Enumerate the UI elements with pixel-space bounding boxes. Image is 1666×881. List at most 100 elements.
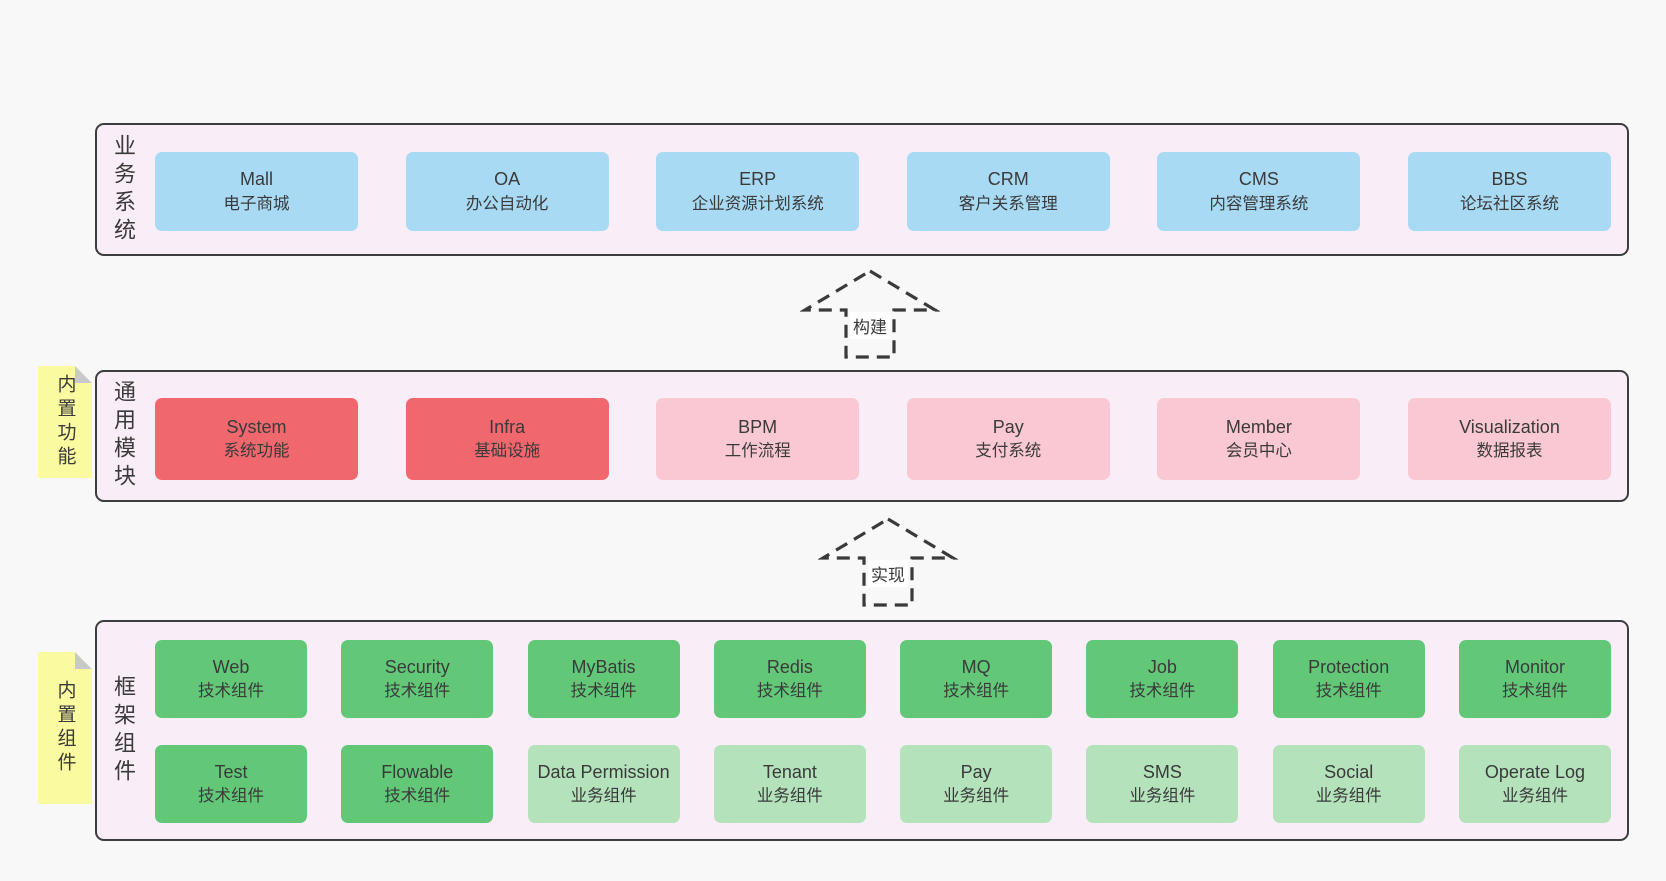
box-web: Web 技术组件 xyxy=(155,640,307,718)
box-social-title: Social xyxy=(1324,761,1374,782)
box-security-title: Security xyxy=(384,656,450,677)
sticky-built-in-components-text: 内置组件 xyxy=(54,680,76,776)
components-box-row-2: Test 技术组件 Flowable 技术组件 Data Permission … xyxy=(155,745,1611,823)
box-bpm: BPM 工作流程 xyxy=(656,398,860,480)
box-protection-subtitle: 技术组件 xyxy=(1315,682,1382,701)
box-pay-module-subtitle: 支付系统 xyxy=(975,442,1042,461)
box-system-title: System xyxy=(226,416,287,437)
box-web-title: Web xyxy=(212,656,250,677)
box-data-permission-title: Data Permission xyxy=(537,761,670,782)
sticky-built-in-components: 内置组件 xyxy=(38,652,92,804)
sticky-fold-corner xyxy=(75,652,92,669)
modules-box-row: System 系统功能 Infra 基础设施 BPM 工作流程 Pay 支付系统… xyxy=(155,398,1611,480)
sticky-built-in-features-text: 内置功能 xyxy=(54,374,76,470)
arrow-implement-label: 实现 xyxy=(868,560,908,587)
box-social-subtitle: 业务组件 xyxy=(1315,787,1382,806)
box-infra: Infra 基础设施 xyxy=(405,398,609,480)
box-infra-subtitle: 基础设施 xyxy=(474,442,541,461)
box-flowable: Flowable 技术组件 xyxy=(341,745,494,823)
box-tenant-subtitle: 业务组件 xyxy=(756,787,823,806)
box-operate-log-title: Operate Log xyxy=(1484,761,1585,782)
box-member-title: Member xyxy=(1225,416,1292,437)
box-bpm-title: BPM xyxy=(738,416,778,437)
box-test: Test 技术组件 xyxy=(155,745,307,823)
box-data-permission-subtitle: 业务组件 xyxy=(570,787,637,806)
box-visualization-title: Visualization xyxy=(1459,416,1560,437)
box-mybatis-title: MyBatis xyxy=(571,656,636,677)
box-mall: Mall 电子商城 xyxy=(155,152,358,231)
sticky-built-in-features: 内置功能 xyxy=(38,366,92,478)
box-member: Member 会员中心 xyxy=(1157,398,1361,480)
box-flowable-subtitle: 技术组件 xyxy=(384,787,451,806)
box-mq-subtitle: 技术组件 xyxy=(943,682,1010,701)
box-sms: SMS 业务组件 xyxy=(1086,745,1239,823)
box-cms: CMS 内容管理系统 xyxy=(1157,152,1361,231)
box-pay-component-subtitle: 业务组件 xyxy=(943,787,1010,806)
box-test-title: Test xyxy=(214,761,248,782)
box-web-subtitle: 技术组件 xyxy=(198,682,264,701)
box-security: Security 技术组件 xyxy=(341,640,494,718)
box-member-subtitle: 会员中心 xyxy=(1225,442,1292,461)
box-pay-module-title: Pay xyxy=(992,416,1024,437)
box-security-subtitle: 技术组件 xyxy=(384,682,451,701)
box-sms-subtitle: 业务组件 xyxy=(1129,787,1196,806)
box-social: Social 业务组件 xyxy=(1272,745,1425,823)
box-operate-log-subtitle: 业务组件 xyxy=(1501,787,1568,806)
layer-business-systems: 业务系统 Mall 电子商城 OA 办公自动化 ERP 企业资源计划系统 CRM… xyxy=(95,123,1629,256)
box-cms-title: CMS xyxy=(1238,169,1279,190)
box-crm-title: CRM xyxy=(987,169,1029,190)
box-pay-component: Pay 业务组件 xyxy=(900,745,1053,823)
box-redis-subtitle: 技术组件 xyxy=(756,682,823,701)
box-pay-component-title: Pay xyxy=(960,761,992,782)
box-visualization-subtitle: 数据报表 xyxy=(1476,442,1543,461)
arrow-build-label: 构建 xyxy=(850,312,890,339)
box-mq-title: MQ xyxy=(961,656,991,677)
box-operate-log: Operate Log 业务组件 xyxy=(1458,745,1611,823)
box-cms-subtitle: 内容管理系统 xyxy=(1209,194,1309,213)
box-erp-title: ERP xyxy=(739,169,777,190)
box-visualization: Visualization 数据报表 xyxy=(1407,398,1611,480)
layer-framework-components: 框架组件 Web 技术组件 Security 技术组件 MyBatis 技术组件… xyxy=(95,620,1629,841)
box-system-subtitle: 系统功能 xyxy=(223,442,290,461)
box-job-subtitle: 技术组件 xyxy=(1129,682,1196,701)
box-monitor-subtitle: 技术组件 xyxy=(1501,682,1568,701)
box-crm: CRM 客户关系管理 xyxy=(906,152,1110,231)
box-infra-title: Infra xyxy=(489,416,526,437)
arrow-build: 构建 xyxy=(800,268,940,360)
box-mall-title: Mall xyxy=(239,169,273,190)
box-sms-title: SMS xyxy=(1142,761,1182,782)
box-oa-title: OA xyxy=(494,169,521,190)
layer-business-label: 业务系统 xyxy=(111,133,136,246)
layer-components-label: 框架组件 xyxy=(111,674,136,787)
box-redis: Redis 技术组件 xyxy=(713,640,866,718)
layer-common-modules: 通用模块 System 系统功能 Infra 基础设施 BPM 工作流程 Pay… xyxy=(95,370,1629,502)
box-bbs: BBS 论坛社区系统 xyxy=(1407,152,1611,231)
box-flowable-title: Flowable xyxy=(381,761,454,782)
box-data-permission: Data Permission 业务组件 xyxy=(527,745,680,823)
box-bbs-title: BBS xyxy=(1491,169,1528,190)
box-tenant-title: Tenant xyxy=(762,761,817,782)
box-mybatis-subtitle: 技术组件 xyxy=(570,682,637,701)
box-monitor: Monitor 技术组件 xyxy=(1458,640,1611,718)
arrow-implement: 实现 xyxy=(818,516,958,608)
box-bbs-subtitle: 论坛社区系统 xyxy=(1459,194,1559,213)
box-bpm-subtitle: 工作流程 xyxy=(724,442,791,461)
box-mybatis: MyBatis 技术组件 xyxy=(527,640,680,718)
box-tenant: Tenant 业务组件 xyxy=(713,745,866,823)
box-job: Job 技术组件 xyxy=(1086,640,1239,718)
box-mq: MQ 技术组件 xyxy=(900,640,1053,718)
box-erp-subtitle: 企业资源计划系统 xyxy=(691,194,824,213)
components-box-row-1: Web 技术组件 Security 技术组件 MyBatis 技术组件 Redi… xyxy=(155,640,1611,718)
box-test-subtitle: 技术组件 xyxy=(198,787,264,806)
box-redis-title: Redis xyxy=(766,656,813,677)
box-mall-subtitle: 电子商城 xyxy=(223,194,290,213)
sticky-fold-corner xyxy=(75,366,92,383)
box-oa-subtitle: 办公自动化 xyxy=(465,194,549,213)
box-oa: OA 办公自动化 xyxy=(405,152,609,231)
box-system: System 系统功能 xyxy=(155,398,358,480)
box-monitor-title: Monitor xyxy=(1504,656,1565,677)
box-erp: ERP 企业资源计划系统 xyxy=(656,152,860,231)
box-job-title: Job xyxy=(1147,656,1177,677)
box-protection-title: Protection xyxy=(1308,656,1390,677)
